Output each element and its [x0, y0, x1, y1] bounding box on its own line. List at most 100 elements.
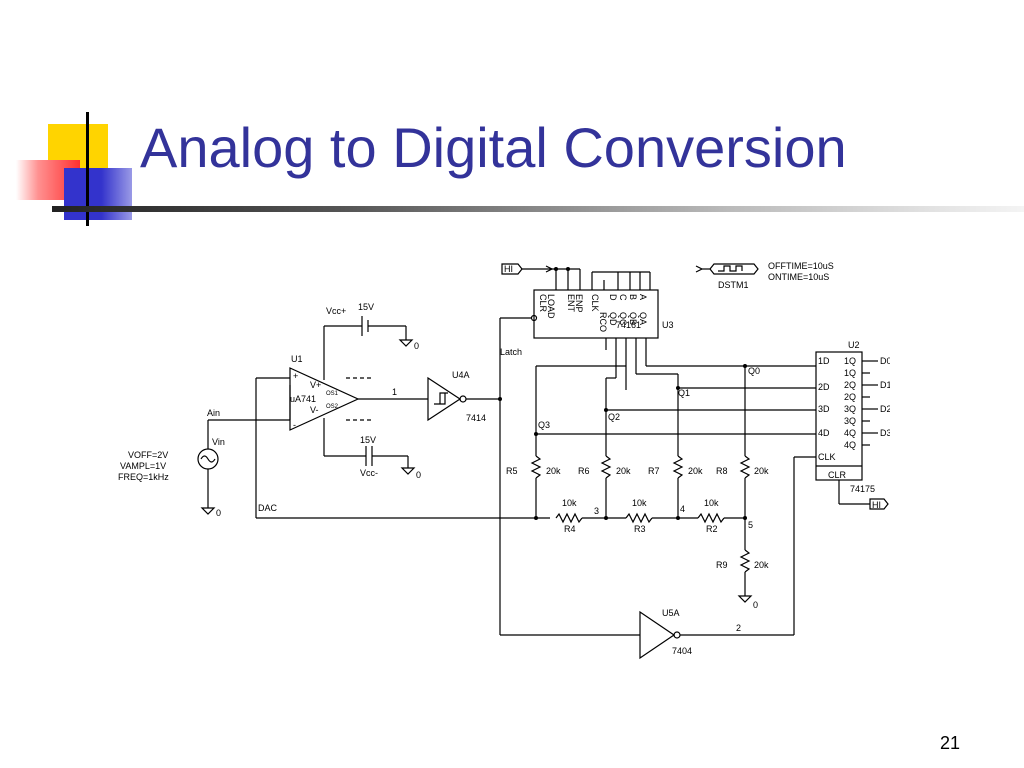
svg-text:0: 0: [216, 508, 221, 518]
svg-text:2Q: 2Q: [844, 380, 856, 390]
svg-text:7404: 7404: [672, 646, 692, 656]
svg-text:1: 1: [392, 387, 397, 397]
svg-text:QA: QA: [638, 312, 648, 325]
svg-text:V+: V+: [310, 380, 321, 390]
svg-text:CLR: CLR: [828, 470, 847, 480]
svg-text:OFFTIME=10uS: OFFTIME=10uS: [768, 261, 834, 271]
svg-text:CLK: CLK: [590, 294, 600, 312]
svg-text:20k: 20k: [754, 560, 769, 570]
adc-schematic: Vin VOFF=2V VAMPL=1V FREQ=1kHz 0 Ain U1 …: [118, 261, 890, 660]
slide-title: Analog to Digital Conversion: [140, 116, 847, 179]
deco-vertical-line: [86, 112, 89, 226]
svg-text:R9: R9: [716, 560, 728, 570]
svg-text:B: B: [628, 294, 638, 300]
voff-label: VOFF=2V: [128, 450, 168, 460]
svg-text:QC: QC: [618, 312, 628, 326]
svg-text:QB: QB: [628, 312, 638, 325]
svg-text:ENP: ENP: [574, 294, 584, 313]
svg-text:R4: R4: [564, 524, 576, 534]
svg-text:D: D: [608, 294, 618, 301]
dac-label: DAC: [258, 503, 278, 513]
slide-number: 21: [940, 733, 961, 753]
ain-label: Ain: [207, 408, 220, 418]
svg-text:ONTIME=10uS: ONTIME=10uS: [768, 272, 829, 282]
svg-text:R3: R3: [634, 524, 646, 534]
svg-text:4D: 4D: [818, 428, 830, 438]
resistor-r7: R7 20k: [648, 388, 703, 518]
vin-source: Vin VOFF=2V VAMPL=1V FREQ=1kHz: [118, 437, 225, 508]
svg-text:CLK: CLK: [818, 452, 836, 462]
svg-text:20k: 20k: [754, 466, 769, 476]
hi-port-latch: HI: [869, 498, 889, 510]
svg-text:1D: 1D: [818, 356, 830, 366]
svg-text:U5A: U5A: [662, 608, 680, 618]
svg-text:10k: 10k: [704, 498, 719, 508]
svg-text:74175: 74175: [850, 484, 875, 494]
svg-text:Q0: Q0: [748, 366, 760, 376]
resistor-r6: R6 20k: [578, 410, 631, 518]
svg-text:U4A: U4A: [452, 370, 470, 380]
svg-text:Q3: Q3: [538, 420, 550, 430]
svg-text:V-: V-: [310, 405, 319, 415]
schmitt-u4a: U4A 7414: [427, 370, 486, 423]
svg-text:2D: 2D: [818, 382, 830, 392]
svg-text:C: C: [618, 294, 628, 301]
supply-vcc-minus: 0 15V Vcc-: [323, 418, 421, 480]
svg-text:Vcc-: Vcc-: [360, 468, 378, 478]
svg-text:OS2: OS2: [326, 404, 339, 410]
vampl-label: VAMPL=1V: [120, 461, 166, 471]
svg-text:ENT: ENT: [566, 294, 576, 313]
svg-text:Q2: Q2: [608, 412, 620, 422]
svg-text:R7: R7: [648, 466, 660, 476]
clock-dstm1: DSTM1 OFFTIME=10uS ONTIME=10uS: [603, 261, 834, 290]
svg-text:3: 3: [594, 506, 599, 516]
output-d2: D2: [880, 404, 890, 414]
svg-text:2Q: 2Q: [844, 392, 856, 402]
freq-label: FREQ=1kHz: [118, 472, 169, 482]
output-d0: D0: [880, 356, 890, 366]
svg-text:10k: 10k: [632, 498, 647, 508]
latch-label: Latch: [500, 347, 522, 357]
svg-text:4Q: 4Q: [844, 440, 856, 450]
supply-vcc-plus: 0 Vcc+ 15V: [323, 302, 419, 380]
svg-text:Q1: Q1: [678, 388, 690, 398]
vin-label: Vin: [212, 437, 225, 447]
svg-text:4Q: 4Q: [844, 428, 856, 438]
svg-text:15V: 15V: [358, 302, 374, 312]
svg-text:R5: R5: [506, 466, 518, 476]
svg-text:DSTM1: DSTM1: [718, 280, 749, 290]
svg-text:3D: 3D: [818, 404, 830, 414]
svg-text:+: +: [293, 371, 298, 381]
svg-text:1Q: 1Q: [844, 356, 856, 366]
svg-text:0: 0: [753, 600, 758, 610]
resistor-r9: 0 R9 20k: [716, 518, 769, 610]
svg-text:RCO: RCO: [598, 312, 608, 332]
output-d3: D3: [880, 428, 890, 438]
svg-text:Vcc+: Vcc+: [326, 306, 346, 316]
svg-text:3Q: 3Q: [844, 416, 856, 426]
svg-text:-: -: [293, 420, 296, 430]
svg-text:R6: R6: [578, 466, 590, 476]
resistor-r8: R8 20k: [716, 366, 769, 518]
gnd-symbol-vin: 0: [200, 507, 221, 518]
svg-text:HI: HI: [872, 500, 881, 510]
svg-text:QD: QD: [608, 312, 618, 326]
svg-text:20k: 20k: [616, 466, 631, 476]
output-d1: D1: [880, 380, 890, 390]
svg-text:20k: 20k: [688, 466, 703, 476]
resistor-r3: 10k R3: [606, 498, 678, 534]
svg-text:uA741: uA741: [290, 394, 316, 404]
title-underline: [52, 206, 1024, 212]
svg-text:HI: HI: [504, 264, 513, 274]
opamp-u1: U1 uA741 V+ V- + - OS1 OS2: [289, 354, 360, 431]
svg-text:R2: R2: [706, 524, 718, 534]
svg-text:3Q: 3Q: [844, 404, 856, 414]
svg-text:U2: U2: [848, 340, 860, 350]
inverter-u5a: U5A 7404: [639, 608, 692, 660]
svg-text:4: 4: [680, 504, 685, 514]
svg-text:U1: U1: [291, 354, 303, 364]
svg-text:1Q: 1Q: [844, 368, 856, 378]
svg-text:10k: 10k: [562, 498, 577, 508]
svg-text:74161: 74161: [616, 320, 641, 330]
svg-text:U3: U3: [662, 320, 674, 330]
